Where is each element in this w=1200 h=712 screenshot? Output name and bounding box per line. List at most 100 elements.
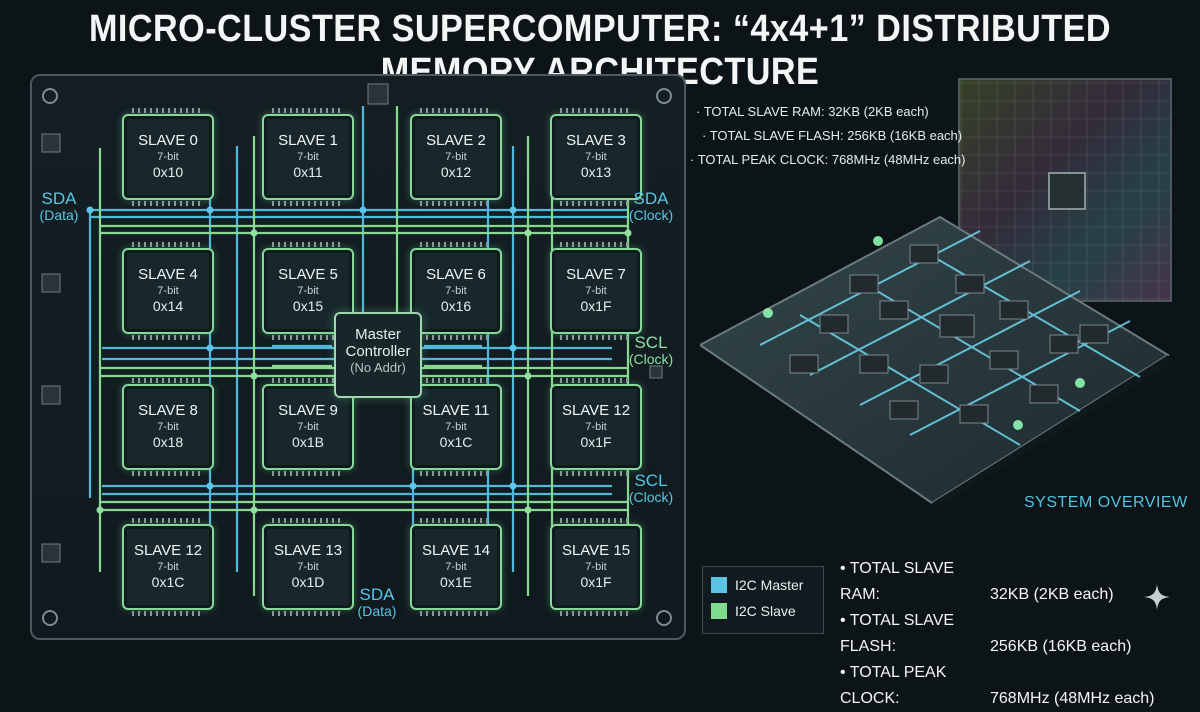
system-overview-label: SYSTEM OVERVIEW bbox=[1024, 494, 1188, 511]
legend-swatch-master bbox=[711, 577, 727, 593]
slave-chip-7: SLAVE 7 7-bit 0x1F bbox=[550, 242, 642, 340]
chip-address: 0x1F bbox=[580, 574, 612, 590]
chip-name: SLAVE 8 bbox=[138, 402, 198, 419]
stat-clock: · TOTAL PEAK CLOCK: 768MHz (48MHz each) bbox=[690, 152, 966, 167]
master-controller: Master Controller (No Addr) bbox=[334, 312, 422, 398]
chip-bits: 7-bit bbox=[445, 151, 467, 163]
slave-chip-1: SLAVE 1 7-bit 0x11 bbox=[262, 108, 354, 206]
chip-bits: 7-bit bbox=[297, 561, 319, 573]
stat-ram: · TOTAL SLAVE RAM: 32KB (2KB each) bbox=[696, 104, 929, 119]
slave-chip-11: SLAVE 11 7-bit 0x1C bbox=[410, 378, 502, 476]
page-title: MICRO-CLUSTER SUPERCOMPUTER: “4x4+1” DIS… bbox=[88, 8, 1112, 93]
chip-name: SLAVE 9 bbox=[278, 402, 338, 419]
master-line3: (No Addr) bbox=[350, 360, 406, 375]
chip-address: 0x12 bbox=[440, 164, 472, 180]
chip-address: 0x16 bbox=[440, 298, 472, 314]
master-line1: Master bbox=[355, 326, 401, 343]
stat-value: 32KB (2KB each) bbox=[990, 586, 1114, 603]
slave-chip-6: SLAVE 6 7-bit 0x16 bbox=[410, 242, 502, 340]
slave-chip-2: SLAVE 2 7-bit 0x12 bbox=[410, 108, 502, 206]
chip-address: 0x18 bbox=[152, 434, 184, 450]
scl-clock-label-low: SCL (Clock) bbox=[620, 472, 682, 506]
chip-bits: 7-bit bbox=[585, 561, 607, 573]
slave-chip-12b: SLAVE 12 7-bit 0x1C bbox=[122, 518, 214, 616]
stats-summary-large: • TOTAL SLAVE RAM: 32KB (2KB each) • TOTA… bbox=[840, 556, 1155, 712]
scl-clock-label-mid: SCL (Clock) bbox=[620, 334, 682, 368]
chip-address: 0x11 bbox=[293, 164, 323, 180]
bus-lines bbox=[41, 83, 672, 626]
stat-key: • TOTAL SLAVE RAM: bbox=[840, 560, 955, 603]
slave-chip-9: SLAVE 9 7-bit 0x1B bbox=[262, 378, 354, 476]
chip-name: SLAVE 13 bbox=[273, 542, 343, 559]
chip-name: SLAVE 7 bbox=[566, 266, 626, 283]
chip-name: SLAVE 12 bbox=[133, 542, 203, 559]
chip-address: 0x1C bbox=[439, 434, 473, 450]
bus-sub: (Data) bbox=[357, 603, 397, 619]
chip-name: SLAVE 15 bbox=[561, 542, 631, 559]
sparkle-icon bbox=[1144, 584, 1170, 610]
legend-master-label: I2C Master bbox=[735, 577, 804, 593]
chip-address: 0x1C bbox=[151, 574, 185, 590]
legend-slave-label: I2C Slave bbox=[735, 603, 796, 619]
chip-bits: 7-bit bbox=[445, 421, 467, 433]
chip-name: SLAVE 12 bbox=[561, 402, 631, 419]
chip-bits: 7-bit bbox=[585, 151, 607, 163]
chip-name: SLAVE 6 bbox=[426, 266, 486, 283]
chip-bits: 7-bit bbox=[585, 421, 607, 433]
chip-address: 0x14 bbox=[152, 298, 184, 314]
bus-sub: (Clock) bbox=[628, 489, 674, 505]
stat-key: • TOTAL PEAK CLOCK: bbox=[840, 664, 947, 707]
slave-chip-14: SLAVE 14 7-bit 0x1E bbox=[410, 518, 502, 616]
chip-name: SLAVE 0 bbox=[138, 132, 198, 149]
bus-sub: (Data) bbox=[39, 207, 79, 223]
bus-name: SDA bbox=[633, 189, 669, 208]
chip-address: 0x1D bbox=[291, 574, 325, 590]
stats-summary-small: · TOTAL SLAVE RAM: 32KB (2KB each) · TOT… bbox=[690, 100, 966, 172]
chip-address: 0x1F bbox=[580, 298, 612, 314]
stat-value: 256KB (16KB each) bbox=[990, 638, 1132, 655]
legend-master: I2C Master bbox=[711, 577, 803, 593]
chip-bits: 7-bit bbox=[157, 421, 179, 433]
stat-row-clock: • TOTAL PEAK CLOCK: 768MHz (48MHz each) bbox=[840, 660, 1155, 712]
slave-chip-15: SLAVE 15 7-bit 0x1F bbox=[550, 518, 642, 616]
sda-data-label-left: SDA (Data) bbox=[34, 190, 84, 224]
legend-slave: I2C Slave bbox=[711, 603, 796, 619]
chip-bits: 7-bit bbox=[445, 285, 467, 297]
bus-name: SDA bbox=[41, 189, 77, 208]
stat-key: • TOTAL SLAVE FLASH: bbox=[840, 612, 955, 655]
master-line2: Controller bbox=[345, 343, 411, 360]
legend-swatch-slave bbox=[711, 603, 727, 619]
legend: I2C Master I2C Slave bbox=[702, 566, 824, 634]
chip-name: SLAVE 14 bbox=[421, 542, 491, 559]
bus-name: SDA bbox=[359, 585, 395, 604]
chip-name: SLAVE 3 bbox=[566, 132, 626, 149]
stat-value: 768MHz (48MHz each) bbox=[990, 690, 1155, 707]
pcb-3d-render bbox=[700, 215, 1170, 505]
chip-address: 0x1E bbox=[440, 574, 472, 590]
chip-bits: 7-bit bbox=[297, 421, 319, 433]
chip-name: SLAVE 4 bbox=[138, 266, 198, 283]
chip-address: 0x1B bbox=[292, 434, 324, 450]
chip-name: SLAVE 5 bbox=[278, 266, 338, 283]
chip-name: SLAVE 11 bbox=[422, 402, 490, 419]
bus-name: SCL bbox=[634, 333, 668, 352]
chip-name: SLAVE 2 bbox=[426, 132, 486, 149]
sda-clock-label-right: SDA (Clock) bbox=[620, 190, 682, 224]
chip-bits: 7-bit bbox=[297, 285, 319, 297]
chip-address: 0x10 bbox=[152, 164, 184, 180]
slave-chip-3: SLAVE 3 7-bit 0x13 bbox=[550, 108, 642, 206]
circuit-board: SLAVE 0 7-bit 0x10 SLAVE 1 7-bit 0x11 SL… bbox=[30, 74, 686, 640]
chip-bits: 7-bit bbox=[297, 151, 319, 163]
slave-chip-12a: SLAVE 12 7-bit 0x1F bbox=[550, 378, 642, 476]
chip-address: 0x1F bbox=[580, 434, 612, 450]
slave-chip-0: SLAVE 0 7-bit 0x10 bbox=[122, 108, 214, 206]
slave-chip-4: SLAVE 4 7-bit 0x14 bbox=[122, 242, 214, 340]
chip-bits: 7-bit bbox=[445, 561, 467, 573]
chip-name: SLAVE 1 bbox=[278, 132, 338, 149]
chip-bits: 7-bit bbox=[157, 285, 179, 297]
chip-bits: 7-bit bbox=[157, 151, 179, 163]
chip-address: 0x15 bbox=[292, 298, 324, 314]
chip-bits: 7-bit bbox=[585, 285, 607, 297]
slave-chip-8: SLAVE 8 7-bit 0x18 bbox=[122, 378, 214, 476]
stat-row-flash: • TOTAL SLAVE FLASH: 256KB (16KB each) bbox=[840, 608, 1155, 660]
